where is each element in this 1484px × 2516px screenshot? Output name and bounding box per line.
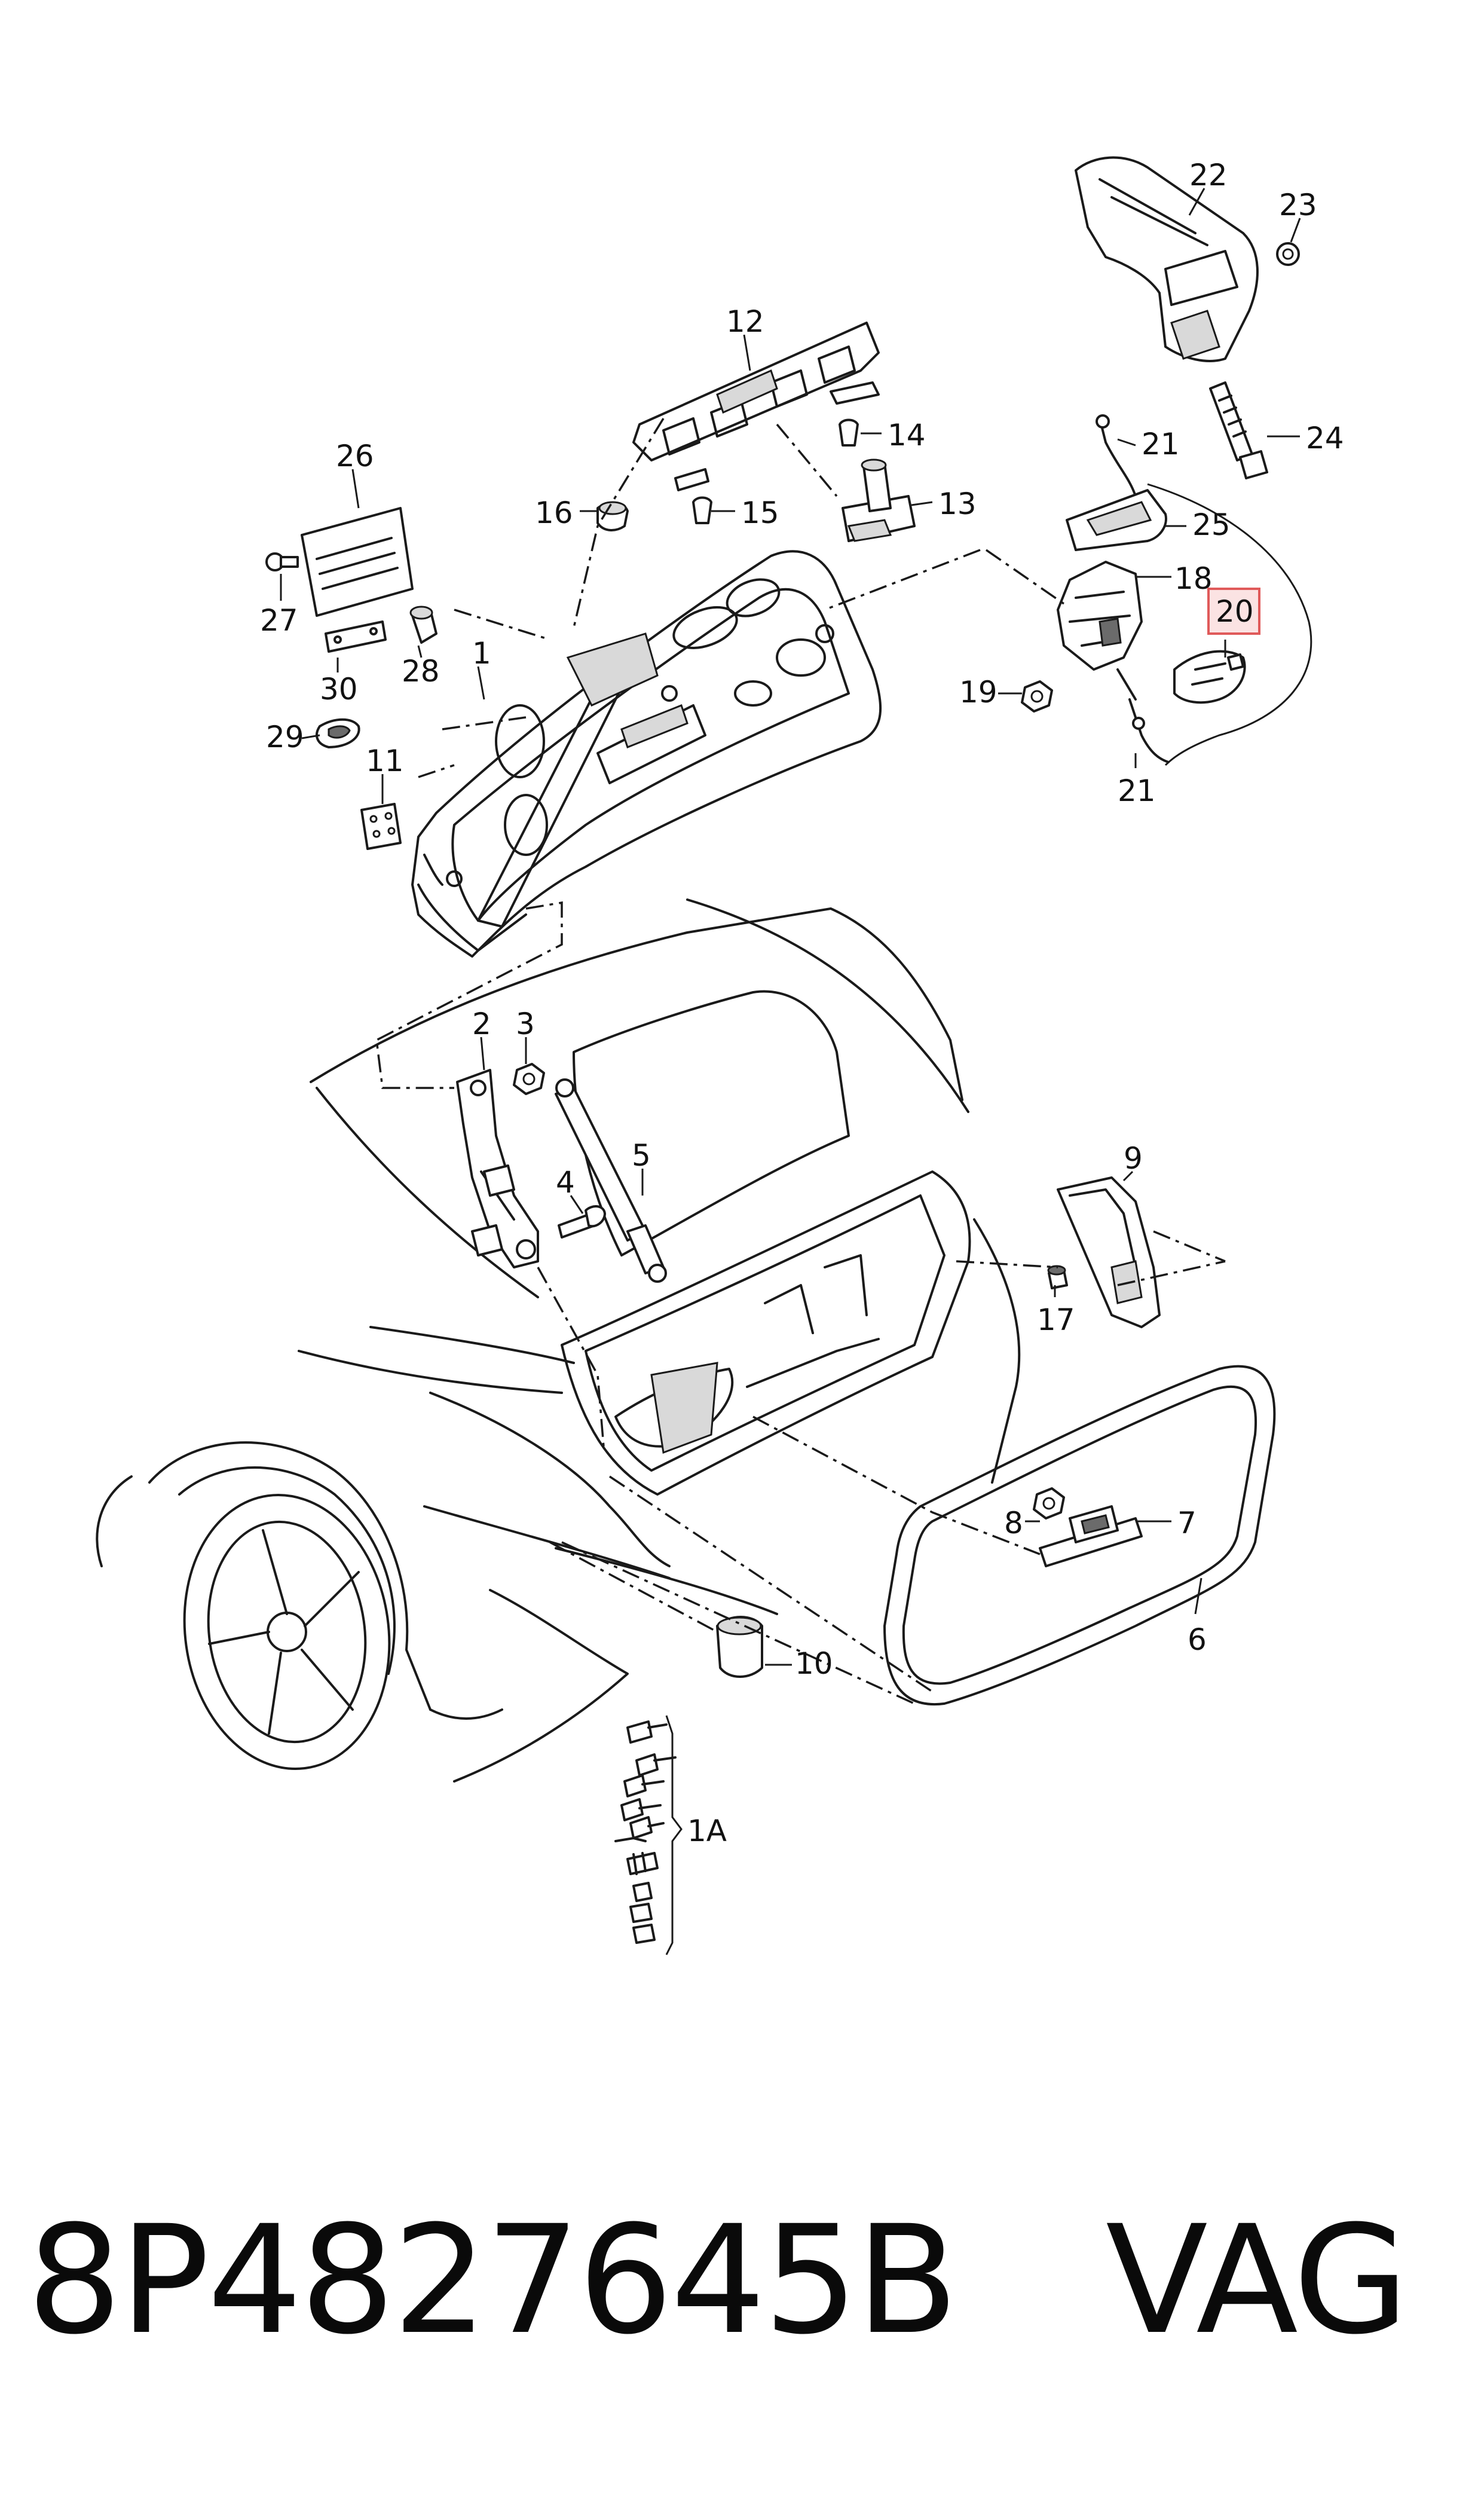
callout-18: 18 (1174, 561, 1213, 596)
callout-14: 14 (888, 418, 926, 453)
plug-part-28 (409, 606, 437, 644)
callout-13: 13 (938, 487, 977, 521)
nut-part-23 (1276, 242, 1300, 266)
buffer-part-29 (316, 718, 360, 748)
lock-cylinder-part-13 (842, 458, 916, 542)
nut-part-3 (513, 1063, 545, 1095)
callout-30: 30 (320, 672, 358, 707)
callout-1: 1 (472, 636, 491, 671)
grommet-part-16 (596, 501, 629, 531)
car-body-drawing (96, 898, 1021, 1783)
callout-4: 4 (556, 1165, 575, 1200)
callout-25: 25 (1192, 508, 1231, 542)
callout-21-lower: 21 (1118, 774, 1156, 808)
lock-part-18 (1057, 561, 1143, 701)
callout-2: 2 (472, 1007, 491, 1041)
clip-part-17 (1047, 1265, 1068, 1289)
callout-9: 9 (1124, 1141, 1143, 1176)
trunk-lid-part (411, 550, 882, 958)
pad-part-11 (360, 803, 402, 850)
callout-12: 12 (726, 304, 764, 339)
bracket-part-15 (674, 468, 712, 524)
callout-21-upper: 21 (1142, 427, 1180, 461)
callout-23: 23 (1279, 188, 1317, 222)
callout-28: 28 (402, 654, 440, 689)
callout-5: 5 (632, 1138, 651, 1173)
callout-6: 6 (1188, 1622, 1207, 1657)
callout-24: 24 (1306, 421, 1344, 455)
strip-part-30 (325, 620, 387, 653)
callout-16: 16 (535, 496, 573, 530)
hinge-part-2 (456, 1069, 539, 1268)
seal-part-6 (883, 1365, 1276, 1706)
callout-labels: 1 2 3 4 5 6 7 8 9 10 11 12 13 14 15 16 1… (260, 158, 1344, 1848)
cover-part-25 (1066, 489, 1167, 551)
bracket-part-14 (830, 381, 880, 447)
callout-15: 15 (741, 496, 779, 530)
callout-29: 29 (266, 720, 304, 754)
callout-27: 27 (260, 603, 298, 638)
bracket-part-20 (1173, 650, 1246, 704)
bolt-part-4 (558, 1205, 606, 1239)
tail-light-trim-part-9 (1057, 1176, 1161, 1328)
plate-part-26 (301, 507, 414, 617)
fastener-kit-part-1A (614, 1715, 683, 1955)
leader-lines (280, 188, 1301, 1666)
callout-17: 17 (1037, 1303, 1075, 1337)
callout-7: 7 (1177, 1506, 1197, 1540)
callout-1A: 1A (687, 1814, 727, 1848)
brand-caption: VAG (1106, 2193, 1409, 2367)
callout-22: 22 (1189, 158, 1228, 192)
handle-strip-part-12 (632, 322, 880, 461)
nut-part-8 (1033, 1487, 1065, 1520)
gas-strut-part-5 (555, 1078, 667, 1283)
callout-10: 10 (795, 1646, 833, 1681)
actuator-housing-part-22 (1075, 156, 1259, 362)
relation-lines (375, 418, 1226, 1705)
nut-part-19 (1021, 680, 1053, 713)
buffer-part-10 (716, 1616, 763, 1678)
callout-20: 20 (1216, 594, 1254, 629)
callout-19: 19 (959, 675, 998, 710)
callout-8: 8 (1004, 1506, 1023, 1540)
part-number-caption: 8P4827645B (27, 2193, 959, 2367)
bolt-part-24 (1209, 381, 1268, 479)
callout-3: 3 (516, 1007, 535, 1041)
screw-part-27 (265, 552, 299, 571)
cable-part-21 (1096, 414, 1312, 766)
striker-part-7 (1039, 1505, 1143, 1567)
callout-26: 26 (336, 439, 374, 473)
callout-20-highlight (1207, 588, 1260, 635)
callout-11: 11 (366, 744, 404, 778)
